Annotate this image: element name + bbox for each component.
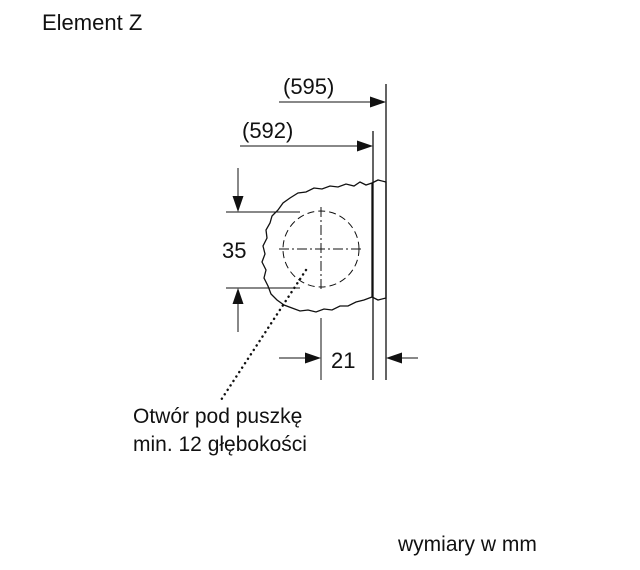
dim-21-label: 21	[331, 348, 355, 373]
cutout-outline	[261, 181, 373, 313]
note-line-1: Otwór pod puszkę	[133, 405, 302, 428]
door-panel-edge	[371, 179, 387, 301]
note-leader-line	[219, 268, 308, 402]
dim-35-arrow-bottom	[232, 288, 244, 304]
dim-21-arrow-left	[305, 352, 321, 364]
note-line-2: min. 12 głębokości	[133, 433, 307, 456]
dim-21-arrow-right	[386, 352, 402, 364]
dim-592-arrow	[357, 140, 373, 152]
dim-595-label: (595)	[283, 74, 334, 99]
diagram-title: Element Z	[42, 10, 142, 35]
dim-595-arrow	[370, 96, 386, 108]
dim-35-label: 35	[222, 238, 246, 263]
units-label: wymiary w mm	[397, 533, 537, 556]
dim-592-label: (592)	[242, 118, 293, 143]
dim-35-arrow-top	[232, 196, 244, 212]
